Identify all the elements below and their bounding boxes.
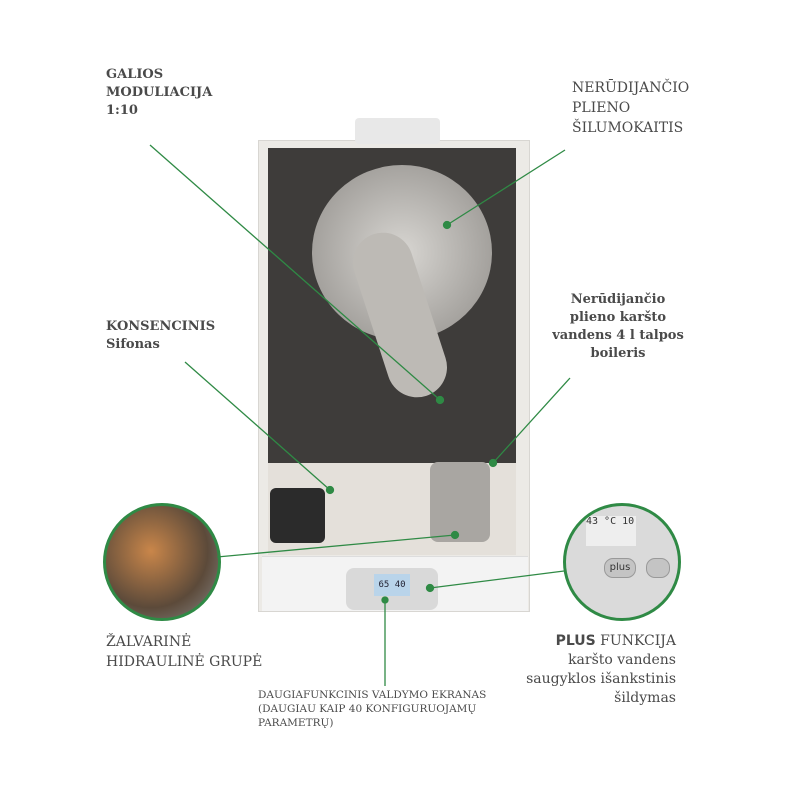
text: PLIENO — [572, 100, 631, 116]
leader-tank — [492, 377, 571, 464]
zoom-lcd: 43 °C 10 — [586, 516, 636, 546]
plus-panel-zoom: 43 °C 10 plus — [563, 503, 681, 621]
dot — [381, 596, 389, 604]
leader-modulation — [149, 144, 441, 401]
text: karšto vandens — [568, 652, 676, 668]
flue-outlet — [355, 118, 440, 144]
text: vandens 4 l talpos — [552, 328, 684, 343]
dot — [425, 583, 435, 593]
leader-siphon — [184, 361, 331, 491]
clock-button[interactable] — [646, 558, 670, 578]
leader-brass — [216, 534, 456, 558]
text: Nerūdijančio — [570, 292, 666, 307]
label-siphon: KONSENCINIS Sifonas — [106, 318, 215, 354]
dot — [442, 220, 452, 230]
text: ŠILUMOKAITIS — [572, 120, 684, 136]
text: HIDRAULINĖ GRUPĖ — [106, 654, 263, 670]
label-display: DAUGIAFUNKCINIS VALDYMO EKRANAS (DAUGIAU… — [258, 688, 486, 730]
leader-plus — [429, 570, 565, 589]
text: (DAUGIAU KAIP 40 KONFIGURUOJAMŲ — [258, 703, 477, 715]
text: KONSENCINIS — [106, 319, 216, 334]
label-power-modulation: GALIOS MODULIACIJA 1:10 — [106, 66, 212, 120]
text: FUNKCIJA — [595, 633, 676, 649]
dot — [450, 530, 460, 540]
plus-button[interactable]: plus — [604, 558, 636, 578]
plus-heading: PLUS FUNKCIJA — [520, 632, 676, 651]
label-boiler-tank: Nerūdijančio plieno karšto vandens 4 l t… — [548, 291, 688, 363]
text: NERŪDIJANČIO — [572, 80, 690, 96]
text: saugyklos išankstinis — [526, 671, 676, 687]
text: MODULIACIJA — [106, 85, 213, 100]
text: PARAMETRŲ) — [258, 717, 334, 729]
dot — [488, 458, 498, 468]
text: DAUGIAFUNKCINIS VALDYMO EKRANAS — [258, 689, 487, 701]
text: boileris — [590, 346, 646, 361]
brass-group-zoom — [103, 503, 221, 621]
text: šildymas — [614, 690, 676, 706]
text: PLUS — [555, 633, 596, 649]
tank — [430, 462, 490, 542]
text: Sifonas — [106, 337, 160, 352]
leader-exchanger — [446, 149, 566, 226]
text: 1:10 — [106, 103, 138, 118]
text: GALIOS — [106, 67, 164, 82]
label-plus-function: PLUS FUNKCIJA karšto vandens saugyklos i… — [520, 632, 676, 708]
dot — [435, 395, 445, 405]
label-brass-group: ŽALVARINĖ HIDRAULINĖ GRUPĖ — [106, 632, 262, 672]
label-heat-exchanger: NERŪDIJANČIO PLIENO ŠILUMOKAITIS — [572, 78, 689, 138]
dot — [325, 485, 335, 495]
text: ŽALVARINĖ — [106, 634, 192, 650]
lcd-screen: 65 40 — [374, 574, 410, 596]
text: plieno karšto — [569, 310, 667, 325]
pump — [270, 488, 325, 543]
